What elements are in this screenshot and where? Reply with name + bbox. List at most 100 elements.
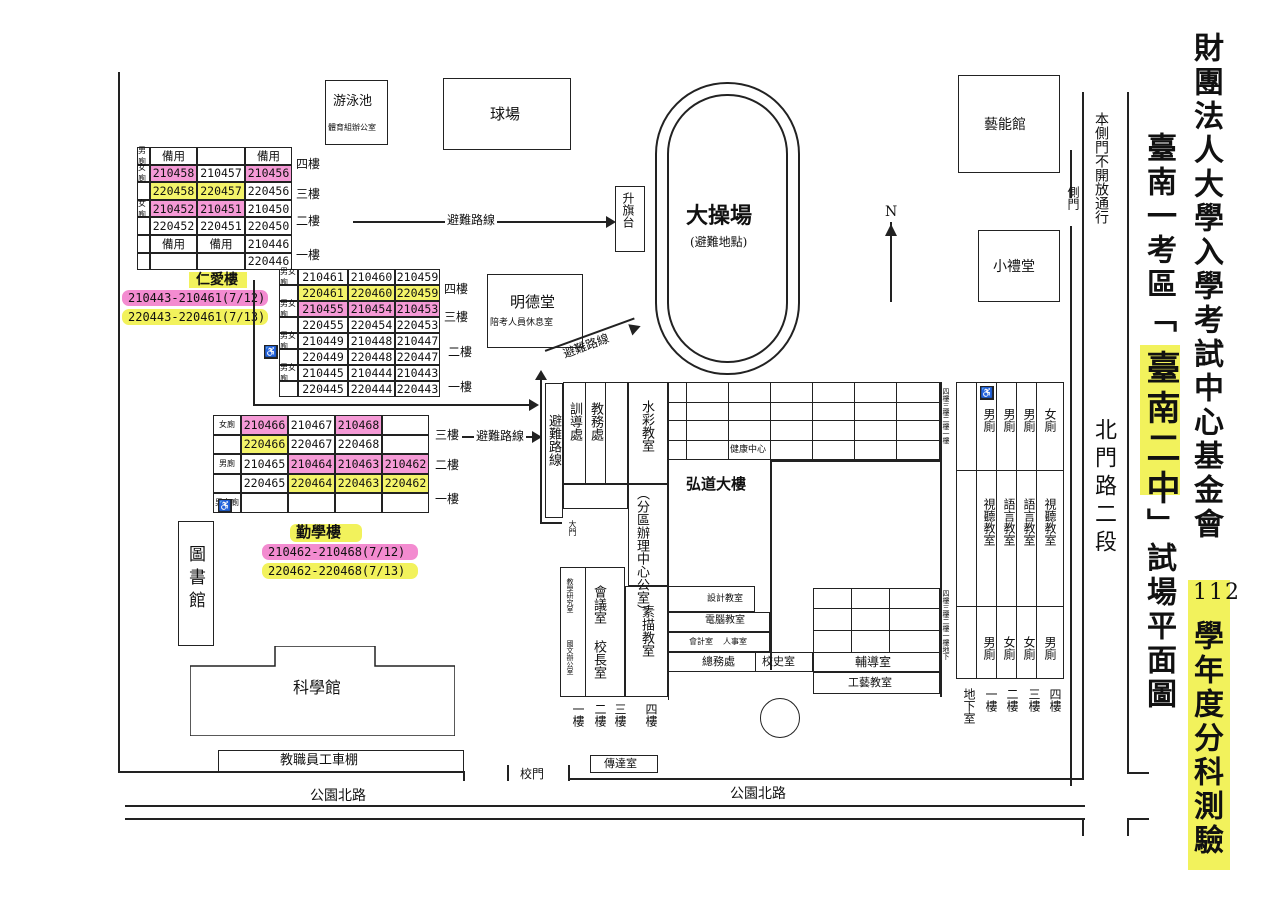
exam-room-cell bbox=[382, 415, 429, 435]
exam-room-cell: 220446 bbox=[245, 252, 292, 271]
corner-mark-v bbox=[1127, 818, 1129, 836]
guard-room bbox=[590, 755, 658, 773]
campus-south-wall-left bbox=[118, 771, 463, 773]
hd-col-line bbox=[896, 382, 897, 460]
science-label: 科學館 bbox=[293, 678, 342, 697]
restroom-cell: 男女廁 bbox=[279, 331, 298, 351]
exam-room-cell: 220454 bbox=[348, 317, 395, 333]
restroom-cell bbox=[279, 381, 298, 397]
east-stair-3: 三樓 bbox=[1027, 688, 1041, 712]
evac-label-1: 避難路線 bbox=[445, 213, 498, 227]
hd-col-line bbox=[854, 382, 855, 460]
east-m4: 男廁 bbox=[982, 636, 996, 660]
east-av2: 視聽教室 bbox=[1043, 498, 1057, 546]
exam-room-cell: 220464 bbox=[288, 473, 335, 493]
exam-room-cell: 220445 bbox=[298, 381, 348, 397]
evac-ra-down bbox=[253, 280, 255, 405]
district-office-label: （分區辦理中心公室） bbox=[634, 487, 649, 617]
title-exam: 學年度分科測驗 bbox=[1188, 620, 1223, 858]
main-gate-label: 校門 bbox=[520, 767, 545, 781]
evac-ra-east bbox=[253, 404, 531, 406]
hd-col-line bbox=[770, 382, 771, 460]
east-row-line bbox=[956, 470, 1064, 471]
qin-xue-title-hl bbox=[290, 524, 362, 542]
ren-ai-title: 仁愛樓 bbox=[196, 272, 238, 288]
stair-1: 一樓 bbox=[571, 703, 585, 727]
restroom-cell: 男女廁 bbox=[279, 299, 298, 319]
exam-room-cell: 220447 bbox=[395, 349, 440, 365]
teacher-office-label: 教學研究室 bbox=[566, 578, 574, 613]
pool-building bbox=[325, 80, 388, 145]
exam-room-cell: 210445 bbox=[298, 365, 348, 381]
craft-row bbox=[813, 672, 940, 694]
hd-col-line bbox=[728, 382, 729, 460]
stair-2: 二樓 bbox=[593, 703, 607, 727]
office-lower bbox=[563, 484, 628, 509]
exam-room-cell: 220467 bbox=[288, 434, 335, 454]
east-stair-1: 一樓 bbox=[984, 688, 998, 712]
exam-room-cell: 210462 bbox=[382, 454, 429, 474]
exam-room-cell: 210447 bbox=[395, 333, 440, 349]
qin-xue-day2: 220462-220468(7/13) bbox=[268, 564, 406, 578]
ren-ai-day2: 220443-220461(7/13) bbox=[128, 310, 266, 324]
computer-row bbox=[668, 612, 770, 632]
arts-hall bbox=[958, 75, 1060, 173]
campus-east-wall bbox=[1082, 92, 1084, 780]
exam-room-cell: 210468 bbox=[335, 415, 382, 435]
qin-xue-title: 勤學樓 bbox=[296, 523, 342, 541]
side-stairs-right: 四樓三樓二樓一樓地下 bbox=[942, 590, 950, 660]
restroom-cell bbox=[137, 182, 150, 200]
exam-room-cell: 220457 bbox=[197, 182, 245, 200]
exam-room-cell: 備用 bbox=[245, 147, 292, 165]
exam-room-cell: 210455 bbox=[298, 301, 348, 317]
hd-east-wall bbox=[940, 382, 942, 697]
exam-room-cell: 210453 bbox=[395, 301, 440, 317]
corner-mark-h bbox=[1127, 818, 1149, 820]
accessible-icon-east: ♿ bbox=[980, 386, 994, 400]
accessible-icon-ra: ♿ bbox=[264, 345, 278, 359]
beimen-road-edge bbox=[1127, 92, 1129, 772]
pe-office-label: 體育組辦公室 bbox=[328, 123, 376, 132]
general-div bbox=[755, 652, 756, 672]
field-track-outer bbox=[655, 82, 800, 375]
exam-room-cell: 220462 bbox=[382, 473, 429, 493]
exam-room-cell bbox=[150, 252, 197, 271]
ren-ai-day2-hl bbox=[122, 309, 268, 325]
evac-arrowhead-diag bbox=[628, 320, 643, 336]
ren-ai-title-hl bbox=[189, 272, 247, 288]
flag-label: 升旗台 bbox=[621, 192, 635, 228]
hd-court-north bbox=[770, 460, 940, 462]
gd-row-line bbox=[813, 630, 940, 631]
exam-room-cell: 220468 bbox=[335, 434, 382, 454]
chinese-office-label: 國文辦公室 bbox=[566, 640, 574, 675]
restroom-cell bbox=[137, 252, 150, 271]
science-hall bbox=[190, 646, 455, 736]
east-m3: 男廁 bbox=[1022, 408, 1036, 432]
east-basement: 地下室 bbox=[962, 688, 976, 724]
exam-room-cell: 210454 bbox=[348, 301, 395, 317]
east-f3: 女廁 bbox=[1022, 636, 1036, 660]
east-stair-4: 四樓 bbox=[1048, 688, 1062, 712]
exam-room-cell: 220456 bbox=[245, 182, 292, 200]
exam-room-cell: 220443 bbox=[395, 381, 440, 397]
hd-inner-west bbox=[668, 460, 669, 700]
exam-room-cell: 220444 bbox=[348, 381, 395, 397]
field-note: (避難地點) bbox=[690, 235, 748, 249]
exam-room-cell: 220465 bbox=[241, 473, 288, 493]
evac-arrowhead-ra bbox=[529, 399, 539, 411]
office-divider-b bbox=[605, 382, 606, 484]
sketch-room bbox=[625, 586, 668, 697]
exam-room-cell: 220459 bbox=[395, 285, 440, 301]
meeting-label: 會議室 bbox=[591, 585, 606, 624]
beimen-road-label: 北門路二段 bbox=[1091, 418, 1116, 558]
evac-v-label: 避難路線 bbox=[546, 414, 561, 466]
acct-row bbox=[668, 632, 770, 652]
east-row-line bbox=[956, 606, 1064, 607]
accessible-icon-qx: ♿ bbox=[218, 499, 232, 513]
restroom-cell: 男女廁 bbox=[279, 267, 298, 287]
title-org: 財團法人大學入學考試中心基金會 bbox=[1188, 32, 1223, 542]
hd-court-west bbox=[770, 460, 772, 670]
restroom-cell bbox=[279, 317, 298, 333]
guidance-label: 輔導室 bbox=[855, 655, 892, 669]
exam-room-cell: 210460 bbox=[348, 269, 395, 285]
